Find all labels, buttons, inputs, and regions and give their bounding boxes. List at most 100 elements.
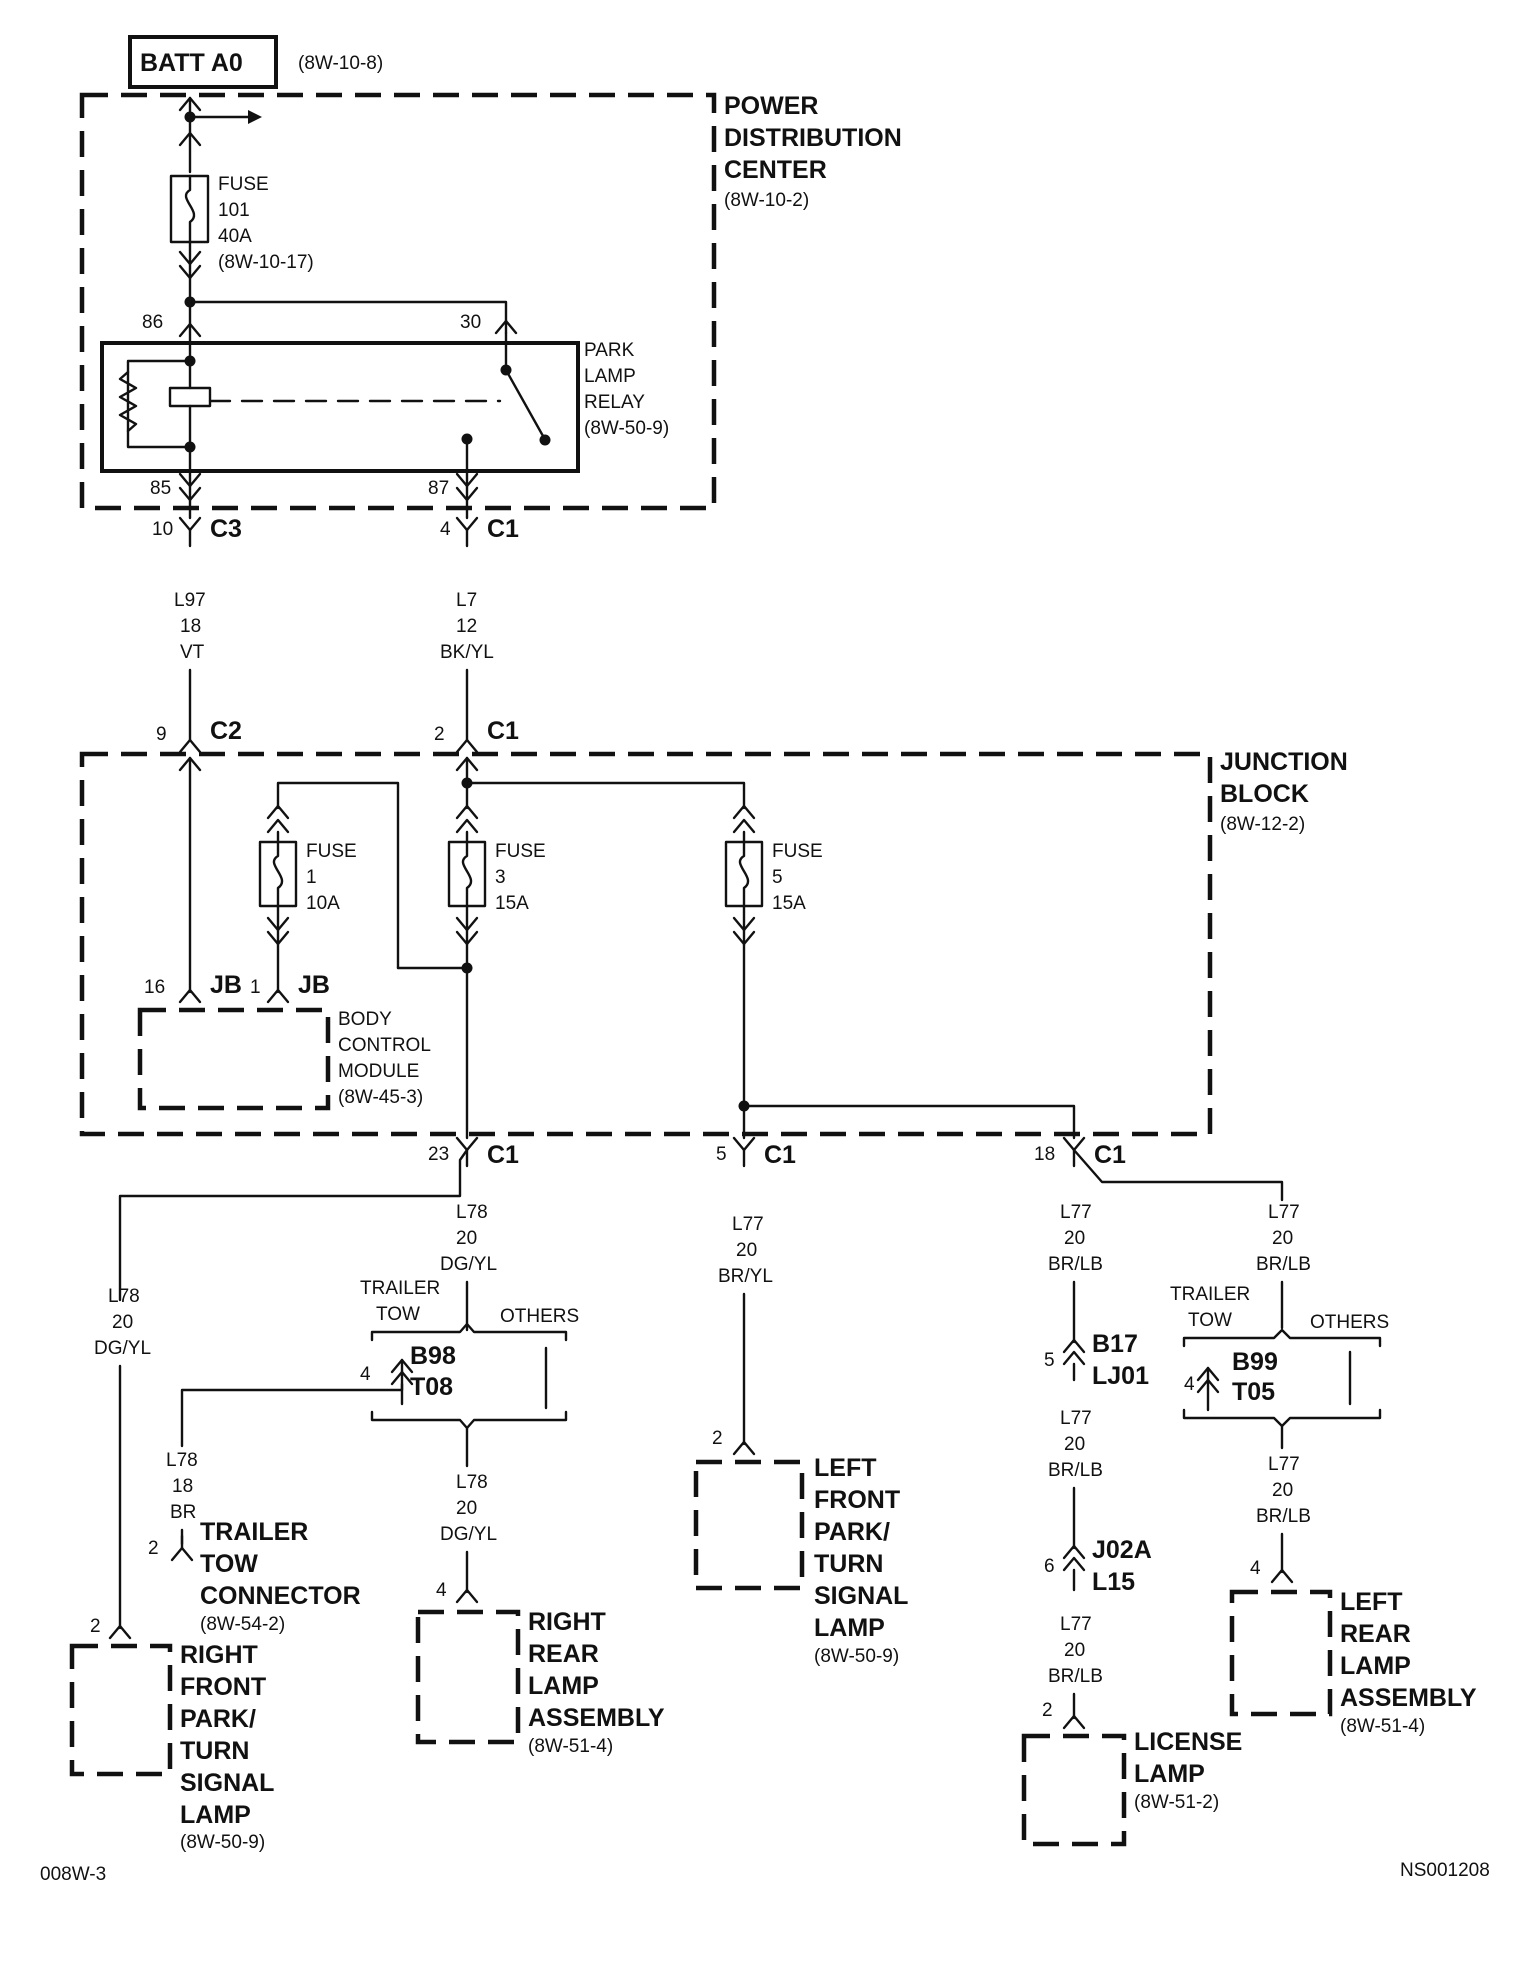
svg-text:LAMP: LAMP [1134, 1760, 1205, 1788]
svg-text:BODY: BODY [338, 1009, 392, 1030]
svg-text:L78: L78 [108, 1286, 140, 1307]
svg-text:6: 6 [1044, 1556, 1055, 1577]
svg-text:BR/LB: BR/LB [1256, 1254, 1311, 1275]
park-lamp-relay: PARK LAMP RELAY (8W-50-9) [100, 331, 669, 500]
svg-text:20: 20 [456, 1498, 477, 1519]
footer: 008W-3 NS001208 [40, 1860, 1490, 1885]
batt-a0-source: BATT A0 (8W-10-8) [128, 35, 383, 89]
svg-text:20: 20 [112, 1312, 133, 1333]
svg-text:10: 10 [152, 519, 173, 540]
svg-text:10A: 10A [306, 893, 340, 914]
svg-text:87: 87 [428, 478, 449, 499]
svg-text:REAR: REAR [528, 1640, 599, 1668]
svg-text:LJ01: LJ01 [1092, 1362, 1149, 1390]
svg-text:RIGHT: RIGHT [528, 1608, 606, 1636]
wire-l78-mid: L78 20 DG/YL [440, 1202, 497, 1332]
svg-text:MODULE: MODULE [338, 1061, 419, 1082]
svg-text:(8W-51-4): (8W-51-4) [1340, 1716, 1425, 1737]
svg-text:NS001208: NS001208 [1400, 1860, 1490, 1881]
svg-text:4: 4 [1250, 1558, 1261, 1579]
svg-text:LEFT: LEFT [1340, 1588, 1403, 1616]
svg-text:2: 2 [434, 724, 445, 745]
jb-main-bus [455, 756, 746, 810]
svg-text:VT: VT [180, 642, 205, 663]
svg-text:L77: L77 [1060, 1614, 1092, 1635]
svg-text:L77: L77 [1268, 1202, 1300, 1223]
svg-text:85: 85 [150, 478, 171, 499]
svg-text:008W-3: 008W-3 [40, 1864, 106, 1885]
right-rear-lamp-assembly: 4 RIGHT REAR LAMP ASSEMBLY (8W-51-4) [415, 1580, 665, 1757]
svg-text:L77: L77 [1060, 1202, 1092, 1223]
svg-text:TOW: TOW [376, 1304, 420, 1325]
svg-text:J02A: J02A [1092, 1536, 1152, 1564]
svg-text:CENTER: CENTER [724, 156, 827, 184]
svg-text:2: 2 [90, 1616, 101, 1637]
jb-c2-connector: 9 C2 [156, 717, 242, 754]
svg-text:(8W-10-17): (8W-10-17) [218, 252, 314, 273]
svg-text:FUSE: FUSE [306, 841, 357, 862]
svg-text:CONTROL: CONTROL [338, 1035, 431, 1056]
svg-text:JB: JB [210, 971, 242, 999]
jb-c1-18-connector: 18 C1 [1034, 1136, 1126, 1169]
svg-text:JB: JB [298, 971, 330, 999]
svg-text:5: 5 [716, 1144, 727, 1165]
svg-text:15A: 15A [772, 893, 806, 914]
svg-text:REAR: REAR [1340, 1620, 1411, 1648]
svg-text:L77: L77 [1060, 1408, 1092, 1429]
batt-feed [178, 96, 262, 174]
svg-text:SIGNAL: SIGNAL [180, 1769, 274, 1797]
svg-text:JUNCTION: JUNCTION [1220, 748, 1348, 776]
wire-l78-low: L78 20 DG/YL [440, 1426, 497, 1594]
svg-text:FUSE: FUSE [218, 174, 269, 195]
svg-text:20: 20 [1064, 1228, 1085, 1249]
svg-text:86: 86 [142, 312, 163, 333]
svg-text:TOW: TOW [200, 1550, 258, 1578]
svg-text:C1: C1 [764, 1141, 796, 1169]
svg-text:L15: L15 [1092, 1568, 1135, 1596]
svg-text:LAMP: LAMP [528, 1672, 599, 1700]
body-control-module: BODY CONTROL MODULE (8W-45-3) [137, 1007, 431, 1111]
fuse-101: FUSE 101 40A (8W-10-17) [169, 174, 314, 304]
svg-text:(8W-10-2): (8W-10-2) [724, 190, 809, 211]
svg-text:FUSE: FUSE [495, 841, 546, 862]
svg-text:LAMP: LAMP [1340, 1652, 1411, 1680]
svg-text:(8W-45-3): (8W-45-3) [338, 1087, 423, 1108]
svg-text:B17: B17 [1092, 1330, 1138, 1358]
svg-text:DG/YL: DG/YL [440, 1254, 497, 1275]
svg-text:2: 2 [148, 1538, 159, 1559]
svg-text:FRONT: FRONT [180, 1673, 266, 1701]
svg-text:PARK/: PARK/ [180, 1705, 256, 1733]
svg-text:TRAILER: TRAILER [1170, 1284, 1250, 1305]
trailer-tow-connector: 2 TRAILER TOW CONNECTOR (8W-54-2) [148, 1518, 361, 1635]
svg-text:RIGHT: RIGHT [180, 1641, 258, 1669]
svg-text:PARK: PARK [584, 340, 635, 361]
svg-text:23: 23 [428, 1144, 449, 1165]
svg-text:L78: L78 [456, 1472, 488, 1493]
svg-text:5: 5 [1044, 1350, 1055, 1371]
svg-text:C1: C1 [1094, 1141, 1126, 1169]
svg-text:(8W-50-9): (8W-50-9) [814, 1646, 899, 1667]
svg-text:POWER: POWER [724, 92, 818, 120]
wire-l77-license: L77 20 BR/LB 5 B17 LJ01 L77 20 BR/LB 6 J… [1044, 1148, 1284, 1720]
jb-c1-23-connector: 23 C1 [428, 1136, 519, 1169]
svg-text:1: 1 [306, 867, 317, 888]
jb-c1-connector: 2 C1 [434, 717, 519, 754]
svg-text:18: 18 [180, 616, 201, 637]
svg-text:C3: C3 [210, 515, 242, 543]
svg-text:(8W-10-8): (8W-10-8) [298, 53, 383, 74]
svg-text:B98: B98 [410, 1342, 456, 1370]
svg-text:C1: C1 [487, 1141, 519, 1169]
svg-text:T05: T05 [1232, 1378, 1275, 1406]
svg-text:(8W-51-4): (8W-51-4) [528, 1736, 613, 1757]
svg-text:20: 20 [1272, 1480, 1293, 1501]
svg-text:L97: L97 [174, 590, 206, 611]
power-distribution-center: POWER DISTRIBUTION CENTER (8W-10-2) [79, 92, 902, 511]
svg-text:18: 18 [1034, 1144, 1055, 1165]
wire-l7: L7 12 BK/YL [440, 590, 494, 742]
svg-text:BR: BR [170, 1502, 196, 1523]
relay-feed: 86 30 [142, 296, 518, 360]
svg-text:L78: L78 [166, 1450, 198, 1471]
svg-text:16: 16 [144, 977, 165, 998]
left-front-park-turn-signal-lamp: 2 LEFT FRONT PARK/ TURN SIGNAL LAMP (8W-… [693, 1428, 908, 1667]
